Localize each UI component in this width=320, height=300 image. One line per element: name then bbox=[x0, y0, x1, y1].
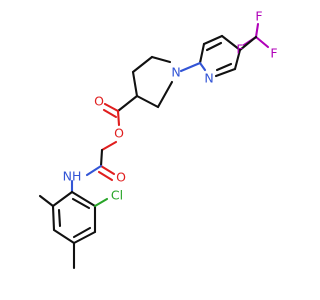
amide-nh-label: NH bbox=[63, 169, 82, 184]
amide-oxygen-label: O bbox=[116, 170, 126, 185]
bond-py-5b bbox=[205, 41, 223, 52]
ester-oxygen-label: O bbox=[114, 126, 124, 141]
bond-amide-co-2 bbox=[97, 170, 114, 182]
aryl-ring bbox=[38, 190, 109, 270]
bond-pip-4 bbox=[135, 94, 160, 109]
bond-py-2 bbox=[214, 67, 237, 78]
ester-group bbox=[99, 94, 139, 168]
bond-c-o-double-1 bbox=[103, 102, 120, 113]
bond-ar-4b bbox=[72, 226, 92, 239]
bond-amide-co-1 bbox=[99, 164, 116, 176]
bond-o-ch2 bbox=[100, 140, 118, 152]
bond-c-f-right bbox=[254, 35, 270, 49]
trifluoromethyl-group bbox=[238, 22, 270, 52]
bond-pyr-pip-n bbox=[179, 61, 202, 73]
fluorine-right-label: F bbox=[270, 46, 277, 61]
bond-c-o-single bbox=[116, 109, 121, 127]
bond-cf3-ring bbox=[238, 35, 258, 52]
bond-ar-1 bbox=[51, 190, 74, 208]
bond-c-f-top bbox=[254, 22, 260, 39]
bond-py-3 bbox=[198, 61, 207, 72]
piperidine-ring bbox=[131, 55, 202, 109]
bond-c-o-double-2 bbox=[102, 108, 118, 119]
piperidine-nitrogen-label: N bbox=[171, 65, 180, 80]
bond-ar-6 bbox=[70, 190, 97, 208]
ester-carbonyl-oxygen-label: O bbox=[94, 94, 104, 109]
pyridine-ring bbox=[198, 34, 242, 78]
bond-py-6 bbox=[220, 34, 242, 52]
bond-ar-6b bbox=[71, 197, 91, 210]
bond-ch2-amide bbox=[99, 148, 104, 168]
bond-ring-carbonyl bbox=[116, 94, 139, 113]
bond-ar-3 bbox=[52, 228, 76, 245]
bond-py-1 bbox=[233, 48, 242, 71]
bond-pip-1 bbox=[150, 55, 172, 64]
pyridine-nitrogen-label: N bbox=[204, 71, 213, 86]
bond-pip-2 bbox=[131, 55, 154, 74]
bond-ar-2b bbox=[57, 208, 62, 228]
amide-group bbox=[70, 164, 116, 194]
molecule-structure: F F F N N O O O NH Cl bbox=[38, 9, 278, 270]
chlorine-label: Cl bbox=[111, 188, 123, 203]
bond-amide-n bbox=[85, 164, 103, 177]
molecule-canvas: F F F N N O O O NH Cl bbox=[38, 9, 278, 270]
bond-ar-4 bbox=[72, 230, 97, 245]
bond-pip-3 bbox=[131, 70, 139, 98]
bond-pip-5 bbox=[156, 80, 174, 109]
bond-methyl-ortho bbox=[38, 194, 55, 208]
bond-py-4 bbox=[198, 42, 206, 65]
bond-c-cl bbox=[93, 197, 109, 208]
bond-py-2b bbox=[215, 62, 233, 72]
bond-ar-2 bbox=[51, 204, 56, 232]
fluorine-left-label: F bbox=[236, 42, 243, 57]
fluorine-top-label: F bbox=[255, 9, 262, 24]
bond-py-5 bbox=[202, 34, 224, 46]
